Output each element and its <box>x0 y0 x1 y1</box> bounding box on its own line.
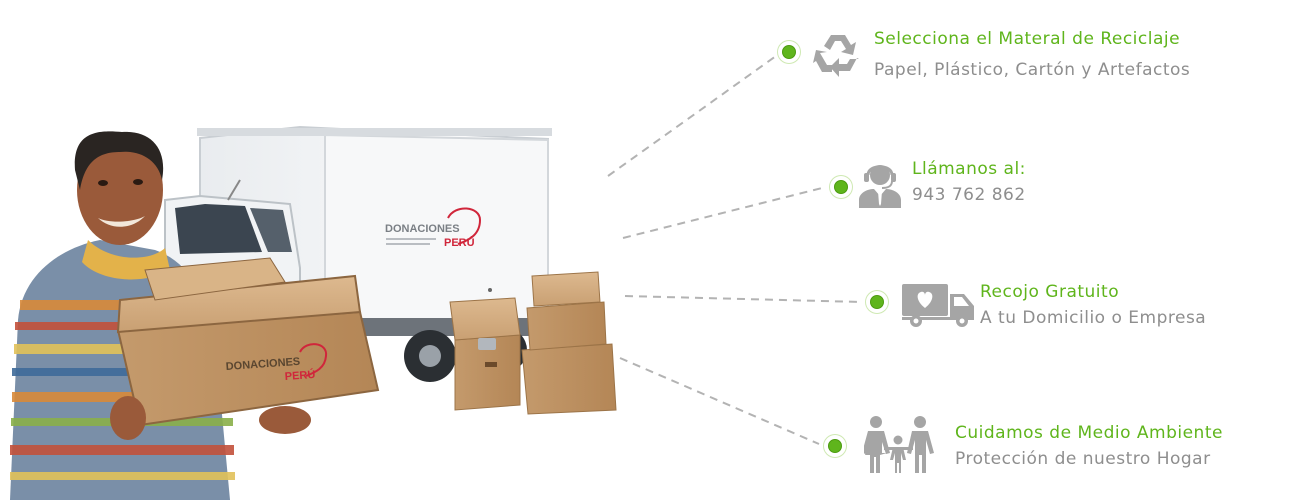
delivery-truck-icon <box>902 284 974 327</box>
operator-icon <box>859 165 901 208</box>
feature-title: Selecciona el Materal de Reciclaje <box>874 29 1181 49</box>
connector-line-2 <box>622 186 827 239</box>
feature-title: Recojo Gratuito <box>980 282 1120 302</box>
family-icon <box>864 416 934 473</box>
connector-lines <box>607 55 863 445</box>
bullet-dot <box>866 291 888 313</box>
bullet-dot <box>778 41 800 63</box>
box-stack-image <box>449 271 617 415</box>
svg-text:DONACIONES: DONACIONES <box>225 356 300 373</box>
svg-text:PERÚ: PERÚ <box>444 236 475 249</box>
bullet-dot <box>830 176 852 198</box>
feature-subtitle: Papel, Plástico, Cartón y Artefactos <box>874 60 1191 80</box>
feature-subtitle: A tu Domicilio o Empresa <box>980 308 1207 328</box>
hero-illustration: DONACIONES PERÚ <box>10 125 617 500</box>
feature-title: Llámanos al: <box>912 159 1026 179</box>
truck-donaciones-logo: DONACIONES PERÚ <box>385 207 482 249</box>
connector-line-3 <box>624 295 863 303</box>
svg-text:PERÚ: PERÚ <box>284 368 315 383</box>
bullet-dot <box>824 435 846 457</box>
feature-subtitle: Protección de nuestro Hogar <box>955 449 1211 469</box>
recycle-icon <box>813 35 859 77</box>
volunteer-man-image: DONACIONES PERÚ <box>10 131 380 500</box>
feature-subtitle: 943 762 862 <box>912 185 1026 205</box>
feature-title: Cuidamos de Medio Ambiente <box>955 423 1223 443</box>
connector-line-1 <box>607 55 777 177</box>
svg-text:DONACIONES: DONACIONES <box>385 223 460 235</box>
connector-line-4 <box>619 357 820 445</box>
